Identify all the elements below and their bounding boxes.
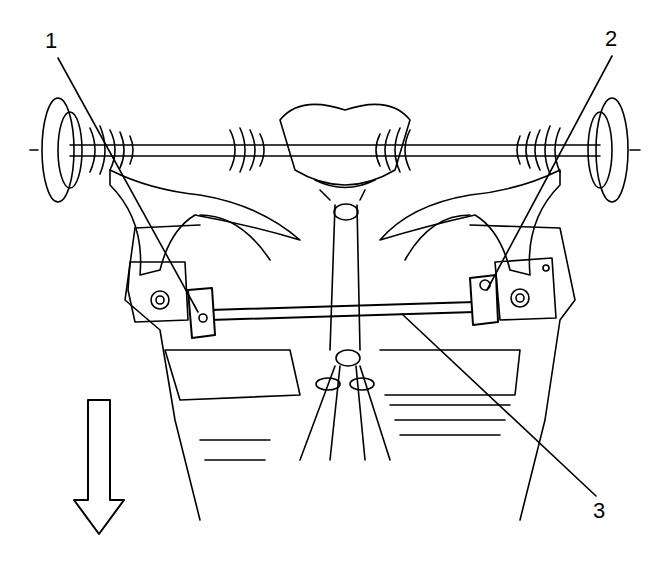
- leader-line: [487, 56, 612, 290]
- mount-plate: [128, 262, 188, 322]
- leader-line: [58, 58, 198, 312]
- differential: [280, 104, 410, 185]
- tube-end: [334, 204, 358, 220]
- mount-bolt: [511, 289, 529, 307]
- mount-bolt: [156, 296, 164, 304]
- floor-outline: [125, 228, 200, 520]
- stud: [630, 149, 640, 151]
- control-arm: [110, 170, 300, 275]
- brace-bracket: [470, 275, 498, 325]
- callout-number: 3: [592, 500, 606, 522]
- mount-plate: [495, 258, 556, 320]
- brace-bracket: [188, 288, 215, 338]
- arm-link: [200, 215, 470, 260]
- floor-ribs: [200, 440, 270, 460]
- mount-bolt: [151, 291, 169, 309]
- tube-end: [336, 350, 360, 366]
- exhaust-pipes: [300, 366, 390, 460]
- floor-panel: [380, 350, 520, 395]
- stud: [30, 149, 38, 151]
- bracket-bolt: [199, 314, 207, 322]
- hub: [58, 112, 82, 188]
- callout-number: 2: [604, 28, 618, 50]
- floor-ribs: [390, 405, 510, 435]
- pipe-flange: [316, 378, 340, 390]
- callout-number: 1: [44, 30, 58, 52]
- center-tunnel: [330, 205, 360, 350]
- pipe-flange: [350, 378, 374, 390]
- drive-axle: [70, 145, 600, 156]
- floor-panel: [165, 350, 300, 400]
- leader-line: [402, 314, 596, 496]
- cv-boot: [90, 126, 133, 174]
- differential-detail: [315, 180, 375, 200]
- brace-bar: [210, 302, 475, 320]
- hub: [588, 112, 612, 188]
- mount-bolt: [543, 265, 549, 271]
- direction-arrow: [74, 400, 124, 534]
- cv-boot: [230, 128, 264, 172]
- mount-bolt: [516, 294, 524, 302]
